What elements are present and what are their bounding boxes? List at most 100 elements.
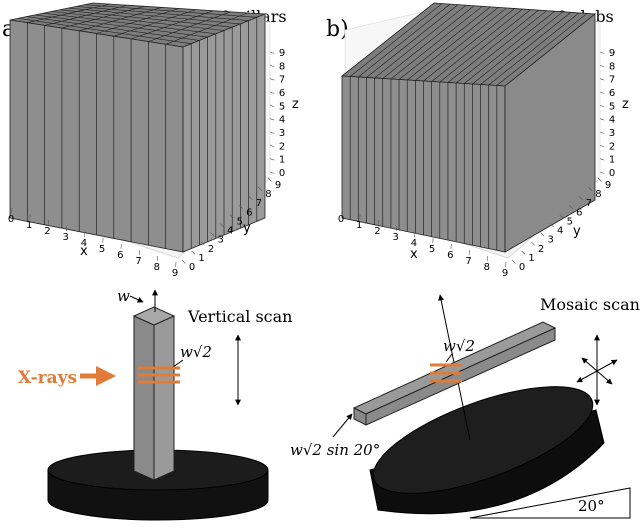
axis-tick-label: 0 — [279, 168, 285, 179]
panel-b-y-label: y — [573, 224, 581, 239]
axis-tick-label: 4 — [411, 238, 417, 249]
axis-tick-label: 3 — [609, 128, 615, 139]
axis-tick-mark — [599, 105, 605, 108]
right-base-cylinder — [369, 386, 605, 515]
axis-tick-mark — [191, 250, 196, 255]
axis-tick-mark — [269, 171, 275, 174]
axis-tick-mark — [210, 232, 215, 237]
slab-top-edge — [358, 3, 451, 78]
panel-a-pillar-lines — [18, 3, 258, 249]
panel-b-cube-side — [504, 13, 596, 253]
axis-tick-label: 7 — [135, 256, 141, 267]
pillar-top-edge — [165, 12, 248, 45]
axis-tick-label: 9 — [172, 268, 178, 279]
w-sqrt2-sin-label: w√2 sin 20° — [290, 441, 380, 459]
axis-tick-label: 7 — [609, 75, 615, 86]
axis-tick-mark — [248, 196, 253, 200]
pillar-top-edge — [59, 9, 233, 28]
axis-tick-mark — [599, 118, 605, 121]
slab-long-face — [365, 327, 556, 426]
axis-tick-label: 5 — [237, 216, 243, 227]
axis-tick-label: 9 — [275, 180, 281, 191]
axis-tick-label: 5 — [279, 101, 285, 112]
axis-tick-mark — [269, 65, 275, 68]
slab-top-edge — [407, 7, 499, 81]
axis-tick-label: 9 — [605, 180, 611, 191]
pillar-top-edge — [113, 9, 197, 37]
w-sqrt2-pointer-right — [445, 353, 453, 363]
xray-beam-lines-left — [138, 366, 180, 384]
pillar-top-edge — [96, 8, 180, 34]
panel-a-cube — [9, 2, 266, 253]
axis-tick-label: 3 — [392, 232, 398, 243]
slab-top-edge — [472, 11, 563, 85]
panel-a-y-label: y — [243, 221, 251, 236]
angle-wedge — [469, 487, 631, 519]
slab-top-edge — [455, 10, 547, 84]
w-pointer — [129, 295, 144, 303]
axis-tick-mark — [599, 145, 605, 148]
axis-tick-mark — [599, 65, 605, 68]
axis-tick-label: 8 — [279, 61, 285, 72]
axis-tick-label: 4 — [81, 238, 87, 249]
axis-tick-label: 1 — [26, 220, 32, 231]
axis-tick-mark — [181, 259, 186, 264]
axis-tick-label: 0 — [8, 214, 14, 225]
axis-tick-label: 4 — [609, 115, 615, 126]
pillar-left-face — [133, 315, 155, 481]
axis-tick-label: 2 — [279, 141, 285, 152]
axis-tick-mark — [269, 51, 275, 54]
axis-tick-label: 3 — [217, 235, 223, 246]
axis-tick-label: 8 — [609, 61, 615, 72]
axis-tick-label: 6 — [609, 88, 615, 99]
axis-tick-mark — [220, 223, 224, 228]
axis-tick-mark — [269, 91, 275, 94]
axis-tick-label: 7 — [279, 75, 285, 86]
axis-tick-label: 0 — [609, 168, 615, 179]
axis-tick-mark — [511, 259, 516, 264]
panel-a-z-label: z — [292, 97, 299, 112]
axis-tick-mark — [599, 158, 605, 161]
axis-tick-label: 3 — [62, 232, 68, 243]
axis-tick-mark — [569, 205, 574, 210]
axis-tick-label: 8 — [265, 189, 271, 200]
slab-top-edge — [366, 4, 459, 78]
xray-beam-lines-right — [430, 363, 462, 383]
axis-tick-mark — [269, 118, 275, 121]
slab-top-edge — [431, 8, 523, 82]
axis-tick-label: 6 — [117, 250, 123, 261]
tilted-slab — [352, 321, 557, 426]
pillar-top-edge — [131, 10, 214, 40]
axis-tick-label: 9 — [609, 48, 615, 59]
slab-top-edge — [382, 5, 475, 79]
axis-tick-mark — [599, 91, 605, 94]
axis-tick-mark — [530, 241, 535, 246]
panel-a-x-label: x — [80, 244, 88, 259]
axis-tick-mark — [239, 205, 244, 210]
pillar — [132, 306, 176, 481]
axis-tick-label: 8 — [595, 189, 601, 200]
slab-top-edge — [464, 11, 555, 84]
panel-b-letter: b) — [326, 17, 349, 42]
axis-tick-mark — [200, 241, 205, 246]
pillar-top-face — [132, 306, 176, 326]
axis-tick-label: 1 — [609, 155, 615, 166]
axis-tick-label: 9 — [279, 48, 285, 59]
axis-tick-mark — [599, 78, 605, 81]
sin-pointer — [332, 413, 353, 438]
panel-b-z-label: z — [622, 97, 629, 112]
axis-tick-label: 4 — [227, 226, 233, 237]
pillar-top-edge — [76, 6, 249, 21]
axis-tick-label: 2 — [208, 244, 214, 255]
axis-tick-label: 4 — [557, 226, 563, 237]
axis-tick-label: 6 — [576, 207, 582, 218]
axis-tick-label: 5 — [567, 216, 573, 227]
slab-top-edge — [496, 13, 588, 86]
axis-tick-label: 7 — [256, 198, 262, 209]
axis-tick-mark — [599, 51, 605, 54]
w-sqrt2-label-right: w√2 — [443, 337, 475, 355]
